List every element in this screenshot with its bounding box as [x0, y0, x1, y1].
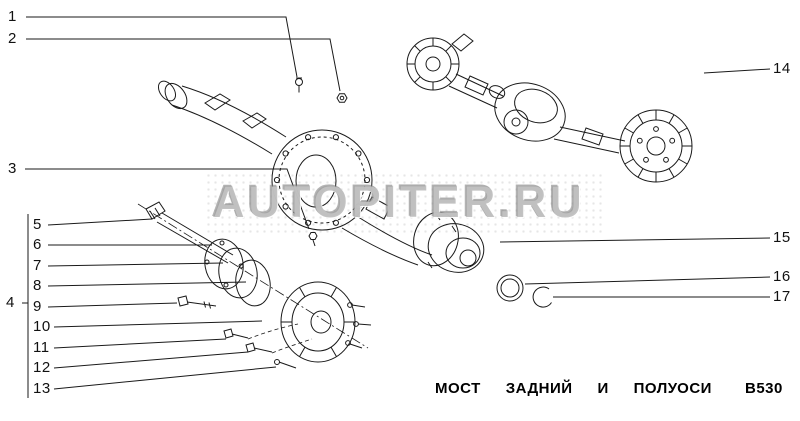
- callout-9: 9: [33, 298, 42, 315]
- callout-2: 2: [8, 30, 17, 47]
- callout-17: 17: [773, 288, 791, 305]
- gasket-plate: [235, 259, 271, 307]
- diagram-caption: МОСТ ЗАДНИЙ И ПОЛУОСИ: [435, 380, 712, 397]
- drawing-code: B530: [745, 380, 783, 397]
- nut-part: [336, 93, 348, 103]
- callout-16: 16: [773, 268, 791, 285]
- caption-word: МОСТ: [435, 380, 481, 397]
- housing-flange: [271, 129, 373, 231]
- breather-part: [295, 77, 303, 93]
- half-axle-exploded-drawing: [137, 201, 372, 369]
- differential-housing: [494, 82, 566, 142]
- bearing-and-rings-drawing: [413, 211, 552, 308]
- bearing-housing: [427, 223, 485, 273]
- wheel-stud: [274, 359, 297, 369]
- callout-15: 15: [773, 229, 791, 246]
- callout-12: 12: [33, 359, 51, 376]
- callout-14: 14: [773, 60, 791, 77]
- caption-word: ПОЛУОСИ: [633, 380, 712, 397]
- callout-6: 6: [33, 236, 42, 253]
- plug-part: [308, 232, 318, 247]
- callout-8: 8: [33, 277, 42, 294]
- caption-word: ЗАДНИЙ: [505, 380, 573, 397]
- caption-word: И: [597, 380, 609, 397]
- snap-ring: [532, 286, 552, 308]
- right-brake-drum: [619, 109, 693, 183]
- axis-centerline: [137, 203, 369, 349]
- callout-5: 5: [33, 216, 42, 233]
- bolt-medium: [245, 342, 273, 353]
- seal-ring: [496, 274, 524, 302]
- bolt-small: [223, 328, 249, 339]
- bolt-long: [177, 295, 217, 309]
- callout-11: 11: [33, 339, 50, 356]
- callout-leader-lines: [22, 16, 771, 398]
- axle-housing-drawing: [157, 77, 433, 266]
- callout-7: 7: [33, 257, 42, 274]
- bearing-plate: [204, 238, 244, 290]
- callout-3: 3: [8, 160, 17, 177]
- callout-1: 1: [8, 8, 17, 25]
- axle-shaft-end: [145, 201, 166, 220]
- callout-4: 4: [6, 294, 15, 311]
- callout-13: 13: [33, 380, 51, 397]
- complete-axle-drawing: [406, 33, 693, 183]
- callout-10: 10: [33, 318, 51, 335]
